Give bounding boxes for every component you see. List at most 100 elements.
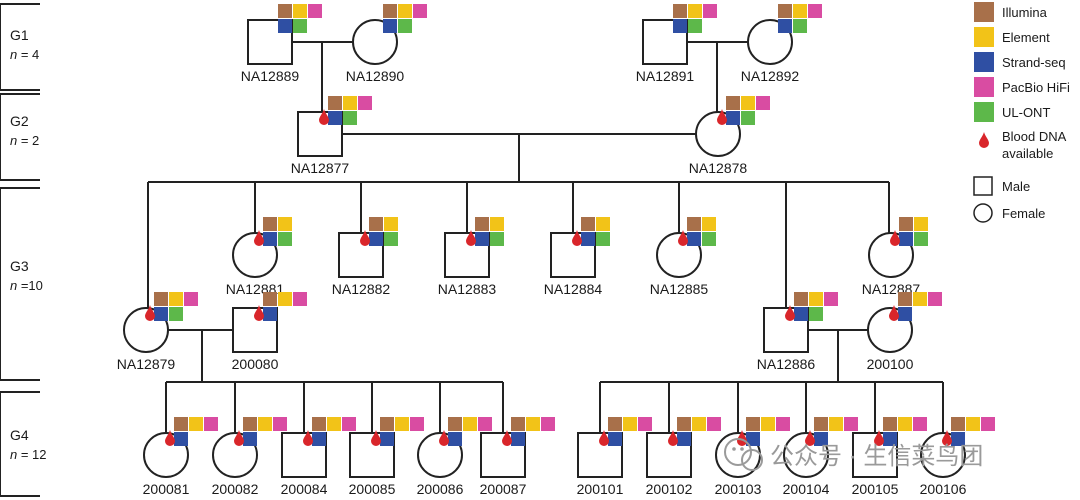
tech-swatch-ulont <box>293 19 307 33</box>
generation-count-prefix: n <box>10 278 21 293</box>
tech-swatch-strandseq <box>677 432 691 446</box>
tech-swatch-strandseq <box>174 432 188 446</box>
legend-swatch-ulont <box>974 102 994 122</box>
tech-swatch-illumina <box>883 417 897 431</box>
individual-NA12881: NA12881 <box>226 217 292 297</box>
blood-drop-icon <box>717 109 727 125</box>
individual-200101: 200101 <box>577 417 652 497</box>
tech-swatch-element <box>761 417 775 431</box>
individual-label: 200102 <box>646 481 693 497</box>
tech-swatch-illumina <box>778 4 792 18</box>
tech-swatch-element <box>398 4 412 18</box>
tech-swatch-pacbio <box>541 417 555 431</box>
individual-NA12886: NA12886 <box>757 292 838 372</box>
tech-swatch-element <box>490 217 504 231</box>
tech-swatch-illumina <box>794 292 808 306</box>
generation-count: n =10 <box>10 278 43 293</box>
individual-200080: 200080 <box>232 292 307 372</box>
individual-label: NA12879 <box>117 356 176 372</box>
generation-count-value: = 2 <box>21 133 39 148</box>
legend-label-male: Male <box>1002 179 1030 194</box>
tech-swatch-illumina <box>814 417 828 431</box>
tech-swatch-element <box>596 217 610 231</box>
tech-swatch-strandseq <box>898 307 912 321</box>
blood-drop-icon <box>371 430 381 446</box>
tech-swatch-illumina <box>263 292 277 306</box>
generation-label: G1 <box>10 27 29 43</box>
legend-blood-drop-icon <box>979 132 989 148</box>
generation-label: G3 <box>10 258 29 274</box>
individual-NA12877: NA12877 <box>291 96 372 176</box>
tech-swatch-strandseq <box>328 111 342 125</box>
individual-NA12889: NA12889 <box>241 4 322 84</box>
tech-swatch-illumina <box>899 217 913 231</box>
tech-swatch-illumina <box>511 417 525 431</box>
blood-drop-icon <box>254 230 264 246</box>
blood-drop-icon <box>599 430 609 446</box>
individual-NA12884: NA12884 <box>544 217 610 297</box>
tech-swatch-element <box>293 4 307 18</box>
blood-drop-icon <box>145 305 155 321</box>
tech-swatch-illumina <box>369 217 383 231</box>
individual-200104: 200104 <box>783 417 858 497</box>
individual-label: NA12883 <box>438 281 497 297</box>
tech-swatch-illumina <box>687 217 701 231</box>
watermark-text: 公众号 · 生信菜鸟团 <box>770 443 983 470</box>
individual-200082: 200082 <box>212 417 287 497</box>
tech-swatch-pacbio <box>928 292 942 306</box>
tech-swatch-element <box>278 217 292 231</box>
tech-swatch-element <box>169 292 183 306</box>
tech-swatch-strandseq <box>673 19 687 33</box>
blood-drop-icon <box>572 230 582 246</box>
tech-swatch-element <box>463 417 477 431</box>
tech-swatch-illumina <box>380 417 394 431</box>
tech-swatch-illumina <box>312 417 326 431</box>
tech-swatch-illumina <box>726 96 740 110</box>
generation-count-prefix: n <box>10 447 21 462</box>
individual-200085: 200085 <box>349 417 424 497</box>
tech-swatch-ulont <box>169 307 183 321</box>
legend-label-female: Female <box>1002 206 1045 221</box>
tech-swatch-element <box>898 417 912 431</box>
tech-swatch-illumina <box>383 4 397 18</box>
tech-swatch-element <box>688 4 702 18</box>
individual-NA12878: NA12878 <box>689 96 770 176</box>
legend-label-illumina: Illumina <box>1002 5 1048 20</box>
individual-label: 200082 <box>212 481 259 497</box>
individual-200086: 200086 <box>417 417 492 497</box>
tech-swatch-ulont <box>398 19 412 33</box>
tech-swatch-element <box>384 217 398 231</box>
generation-count: n = 4 <box>10 47 39 62</box>
tech-swatch-strandseq <box>263 307 277 321</box>
individual-label: 200106 <box>920 481 967 497</box>
generation-count: n = 12 <box>10 447 47 462</box>
tech-swatch-ulont <box>596 232 610 246</box>
individual-label: 200085 <box>349 481 396 497</box>
individual-NA12891: NA12891 <box>636 4 717 84</box>
tech-swatch-strandseq <box>383 19 397 33</box>
individual-label: 200104 <box>783 481 830 497</box>
legend-label-pacbio: PacBio HiFi <box>1002 80 1070 95</box>
individual-200105: 200105 <box>852 417 927 497</box>
legend-label-strandseq: Strand-seq <box>1002 55 1066 70</box>
individual-200106: 200106 <box>920 417 995 497</box>
tech-swatch-element <box>343 96 357 110</box>
tech-swatch-strandseq <box>814 432 828 446</box>
tech-swatch-pacbio <box>981 417 995 431</box>
tech-swatch-pacbio <box>756 96 770 110</box>
tech-swatch-strandseq <box>746 432 760 446</box>
tech-swatch-element <box>702 217 716 231</box>
tech-swatch-illumina <box>328 96 342 110</box>
individual-label: 200084 <box>281 481 328 497</box>
tech-swatch-element <box>914 217 928 231</box>
generation-count-prefix: n <box>10 133 21 148</box>
tech-swatch-illumina <box>746 417 760 431</box>
legend-label-blood: Blood DNA <box>1002 129 1067 144</box>
tech-swatch-pacbio <box>707 417 721 431</box>
tech-swatch-element <box>741 96 755 110</box>
blood-drop-icon <box>678 230 688 246</box>
individual-200081: 200081 <box>143 417 218 497</box>
